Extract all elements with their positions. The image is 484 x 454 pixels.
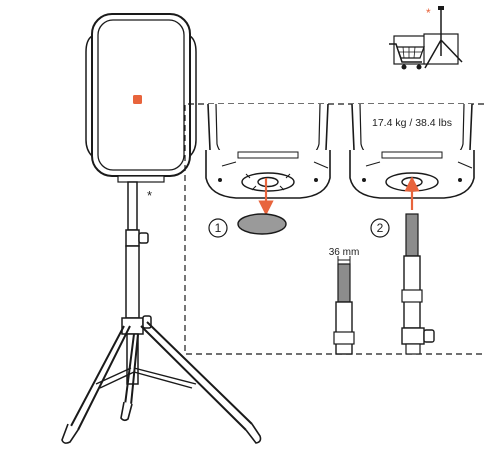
- pole-diameter-label: 36 mm: [329, 247, 360, 258]
- weight-label: 17.4 kg / 38.4 lbs: [372, 117, 452, 129]
- speaker-body: [85, 13, 197, 183]
- detail-panel: [184, 103, 484, 355]
- speaker-logo-icon: [133, 95, 142, 104]
- step1-badge: 1: [208, 218, 228, 238]
- pole-diameter-detail: 36 mm: [329, 247, 360, 355]
- step2-number: 2: [377, 221, 384, 235]
- step2-speaker-bottom: [349, 103, 475, 199]
- rubber-cap: [237, 213, 287, 235]
- asterisk-note: *: [147, 188, 152, 203]
- step1-number: 1: [215, 221, 222, 235]
- cart-asterisk: *: [426, 6, 431, 20]
- speaker-on-stand: *: [61, 13, 262, 444]
- step2-pole: [401, 213, 435, 355]
- step2-badge: 2: [370, 218, 390, 238]
- tripod-stand: [61, 181, 262, 444]
- tripod-stand-icon: [424, 6, 463, 69]
- shopping-cart-icon: [389, 33, 459, 70]
- step1-speaker-bottom: [205, 103, 331, 199]
